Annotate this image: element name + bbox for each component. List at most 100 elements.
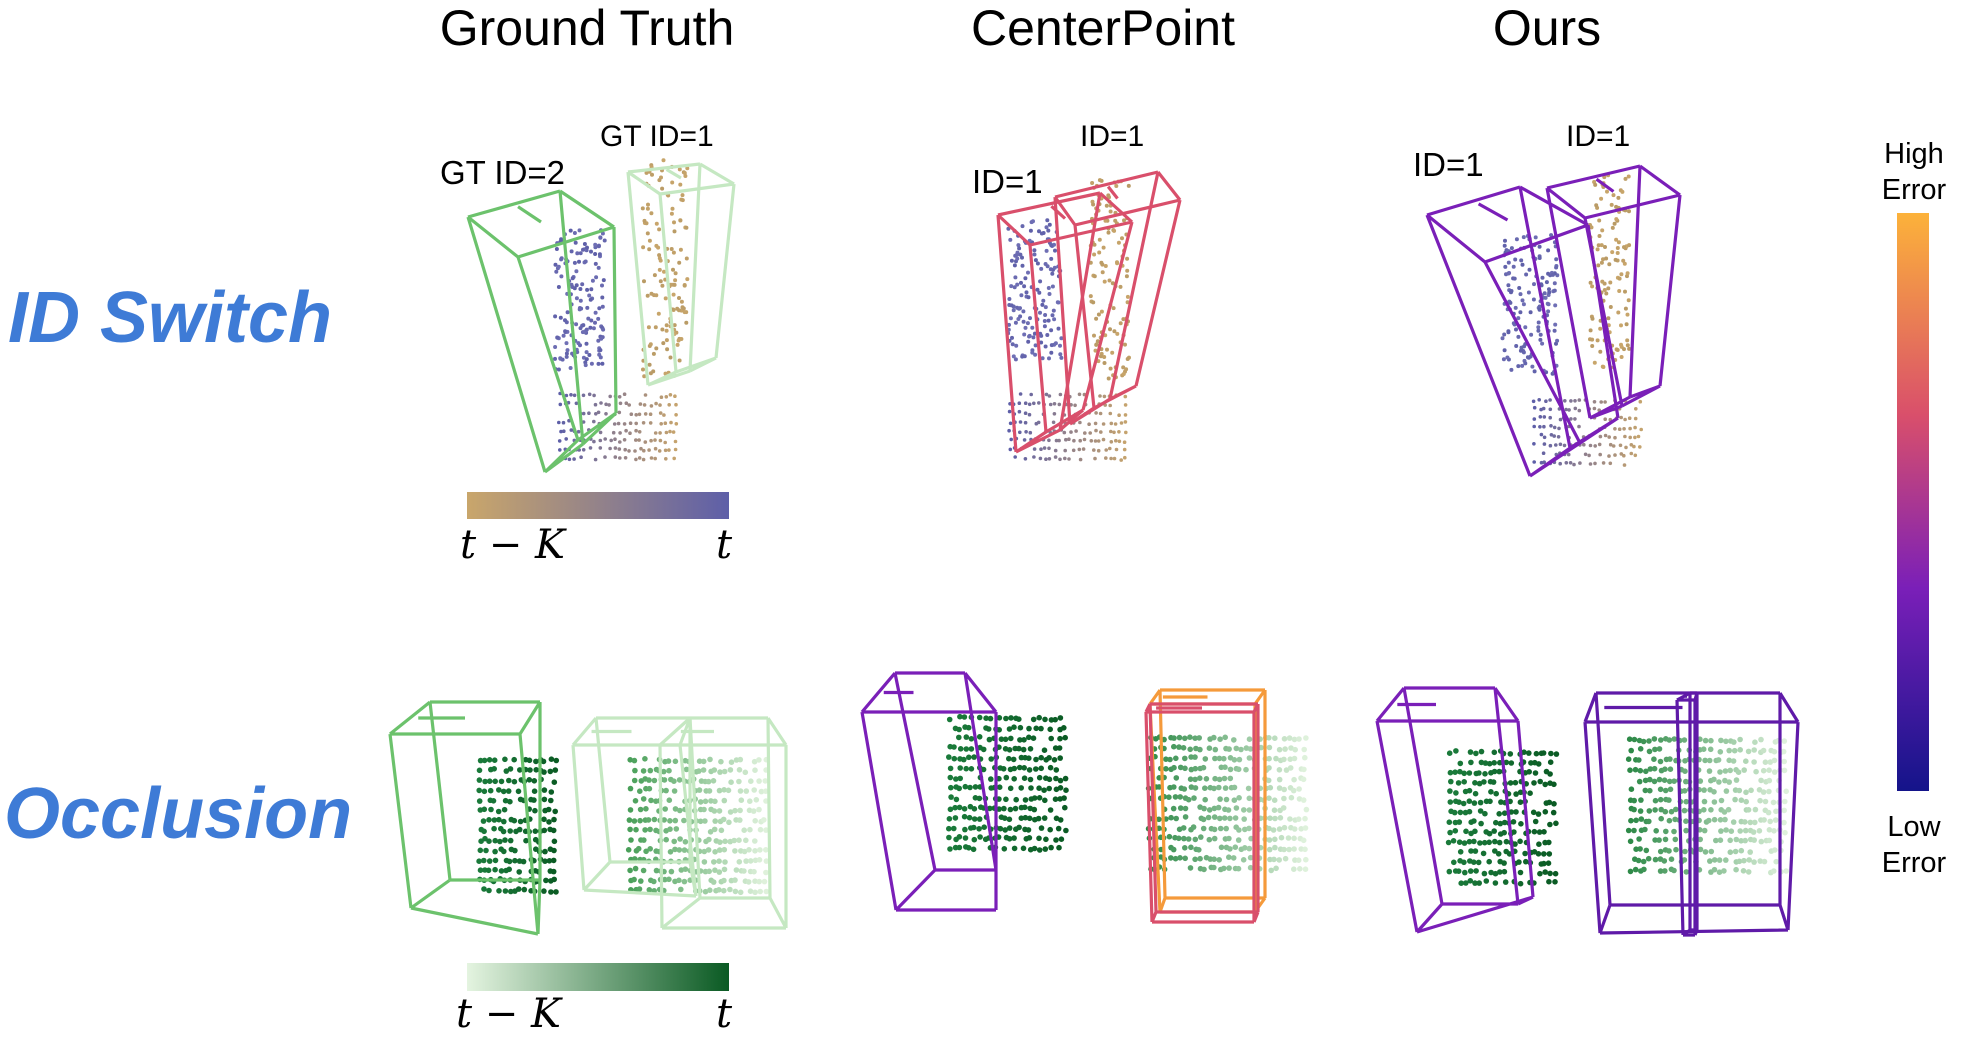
- ours-occlusion-right-stripes-point: [1636, 836, 1642, 842]
- gt-occlusion-left-stripes-point: [477, 867, 484, 873]
- ours-occlusion-right-stripes-point: [1742, 827, 1749, 834]
- ours-idswitch-ground-stripes-point: [1563, 399, 1567, 403]
- ours-idswitch-tan-cloud-point: [1625, 312, 1630, 317]
- ours-occlusion-right-stripes-point: [1735, 769, 1742, 775]
- ours-occlusion-left-stripes-point: [1501, 819, 1508, 826]
- ours-idswitch-tan-cloud-point: [1595, 338, 1600, 343]
- cp-occlusion-right-stripes-point: [1245, 785, 1252, 792]
- cp-right-box-edges: [1053, 170, 1182, 426]
- cp-occlusion-right-stripes-point: [1182, 855, 1188, 862]
- cp-occlusion-right-stripes-point: [1170, 805, 1177, 812]
- ours-idswitch-tan-cloud-point: [1622, 261, 1627, 266]
- gt-idswitch-ground-stripes-point: [609, 438, 613, 443]
- ours-idswitch-blue-cloud-point: [1520, 262, 1525, 267]
- ours-occlusion-left-stripes-point: [1467, 868, 1474, 874]
- cp-occlusion-right-stripes-point: [1276, 746, 1283, 753]
- gt-occlusion-right-stripes-point: [737, 756, 744, 763]
- cp-occlusion-left-stripes-point: [1041, 815, 1048, 821]
- ours-occlusion-left-stripes-point: [1472, 780, 1478, 786]
- cp-occlusion-right-stripes-point: [1300, 776, 1307, 783]
- gt-occlusion-right-stripes-point: [672, 817, 679, 824]
- cp-idswitch-tan-cloud-point: [1092, 252, 1097, 257]
- gt-occlusion-right-stripes-point: [705, 847, 712, 853]
- cp-idswitch-blue-cloud-point: [1050, 284, 1055, 289]
- gt-idswitch-ground-stripes-point: [663, 440, 667, 445]
- cp-occlusion-left-stripes-point: [1056, 745, 1063, 751]
- ours-occlusion-left-stripes-point: [1537, 870, 1543, 877]
- gt-idswitch-ground-stripes-point: [587, 392, 592, 397]
- cp-occlusion-right-stripes-point: [1222, 764, 1228, 770]
- cp-occlusion-left-stripes-point: [985, 726, 992, 732]
- cp-occlusion-left-stripes-point: [976, 826, 982, 832]
- ours-occlusion-right-stripes-point: [1760, 747, 1767, 754]
- ours-occlusion-right-stripes-point: [1756, 787, 1763, 793]
- ours-occlusion-left-stripes-point: [1511, 829, 1517, 835]
- ours-occlusion-right-stripes-point: [1716, 779, 1722, 785]
- ours-occlusion-right-stripes-point: [1673, 806, 1679, 813]
- cp-idswitch-tan-cloud-point: [1099, 309, 1104, 314]
- gt-occlusion-left-stripes-point: [481, 857, 487, 864]
- cp-right-box: [1053, 170, 1182, 426]
- cp-occlusion-left-stripes-point: [957, 775, 963, 782]
- gt-occlusion-right-stripes-point: [717, 839, 723, 845]
- ours-idswitch-ground-stripes-point: [1629, 443, 1634, 447]
- gt-occlusion-right-stripes-point: [727, 767, 734, 773]
- gt-occlusion-right-stripes-point: [712, 798, 718, 805]
- ours-idswitch-ground-stripes-point: [1566, 452, 1571, 457]
- cp-idswitch-tan-cloud-point: [1104, 203, 1109, 208]
- gt-idswitch-ground-stripes-point: [641, 457, 646, 462]
- gt-occlusion-right-stripes-point: [682, 866, 689, 872]
- gt-idswitch-blue-cloud-point: [573, 240, 578, 245]
- ours-occlusion-right-stripes-point: [1706, 817, 1712, 824]
- gt-idswitch-blue-cloud-point: [600, 295, 605, 300]
- cp-occlusion-orange-box-edges: [1148, 688, 1267, 914]
- gt-occlusion-right-stripes-point: [712, 867, 718, 873]
- gt-occlusion-left-stripes-point: [496, 888, 502, 894]
- ours-idswitch-blue-cloud-point: [1532, 369, 1537, 374]
- gt-occlusion-right-stripes-point: [731, 837, 737, 844]
- ours-occlusion-left-stripes-point: [1533, 750, 1540, 757]
- cp-occlusion-left-stripes-point: [1061, 795, 1067, 801]
- gt-occlusion-right-stripes-point: [627, 785, 634, 792]
- cp-occlusion-left-stripes-point: [966, 754, 972, 761]
- ours-occlusion-left-stripes-point: [1482, 771, 1488, 777]
- gt-occlusion-right-stripes-point: [748, 778, 754, 784]
- ours-idswitch-ground-stripes-point: [1582, 442, 1586, 447]
- gt-occlusion-left-stripes-point: [492, 837, 499, 844]
- cp-idswitch-blue-cloud-point: [1046, 286, 1051, 290]
- cp-occlusion-right-stripes-point: [1240, 857, 1247, 863]
- gt-idswitch-ground-stripes-point: [637, 456, 642, 460]
- gt-occlusion-right-stripes-point: [747, 798, 753, 804]
- ours-occlusion-left-box: [1375, 686, 1535, 934]
- cp-idswitch-blue-cloud-point: [1031, 219, 1035, 224]
- ours-occlusion-right-stripes-point: [1668, 808, 1675, 815]
- cp-idswitch-blue-cloud-point: [1058, 343, 1062, 348]
- ours-occlusion-left-stripes-point: [1498, 799, 1504, 805]
- ours-occlusion-right-stripes-point: [1737, 747, 1743, 753]
- cp-occlusion-left-stripes-point: [996, 806, 1002, 812]
- ours-idswitch-tan-cloud-point: [1600, 228, 1605, 233]
- gt-occlusion-left-stripes: [476, 756, 560, 895]
- cp-occlusion-right-stripes-point: [1227, 775, 1234, 782]
- cp-idswitch-blue-cloud-point: [1013, 275, 1018, 280]
- ours-idswitch-tan-cloud-point: [1606, 286, 1611, 291]
- ours-idswitch-blue-cloud-point: [1537, 244, 1542, 249]
- gt-occlusion-left-stripes-point: [506, 866, 512, 873]
- ours-idswitch-blue-cloud-point: [1542, 291, 1547, 296]
- gt-idswitch-ground-stripes-point: [579, 455, 583, 460]
- gt-occlusion-left-stripes-point: [548, 889, 554, 895]
- gt-idswitch-blue-cloud-point: [577, 259, 581, 264]
- ours-occlusion-right-stripes-point: [1706, 757, 1713, 764]
- ours-occlusion-right-stripes-point: [1743, 789, 1749, 796]
- ours-idswitch-ground-stripes-point: [1632, 444, 1636, 449]
- gt-occlusion-right-stripes-point: [761, 817, 767, 823]
- ours-occlusion-left-stripes-point: [1453, 790, 1459, 796]
- cp-occlusion-left-stripes-point: [963, 746, 970, 752]
- cp-occlusion-left-stripes-point: [1007, 806, 1014, 813]
- cp-idswitch-tan-cloud-point: [1123, 342, 1127, 347]
- ours-idswitch-blue-cloud-point: [1506, 260, 1511, 265]
- cp-occlusion-right-stripes-point: [1246, 825, 1252, 832]
- ours-occlusion-right-stripes-point: [1751, 837, 1757, 843]
- gt-occlusion-right-stripes-point: [628, 837, 634, 843]
- gt-idswitch-ground-stripes-point: [604, 412, 608, 416]
